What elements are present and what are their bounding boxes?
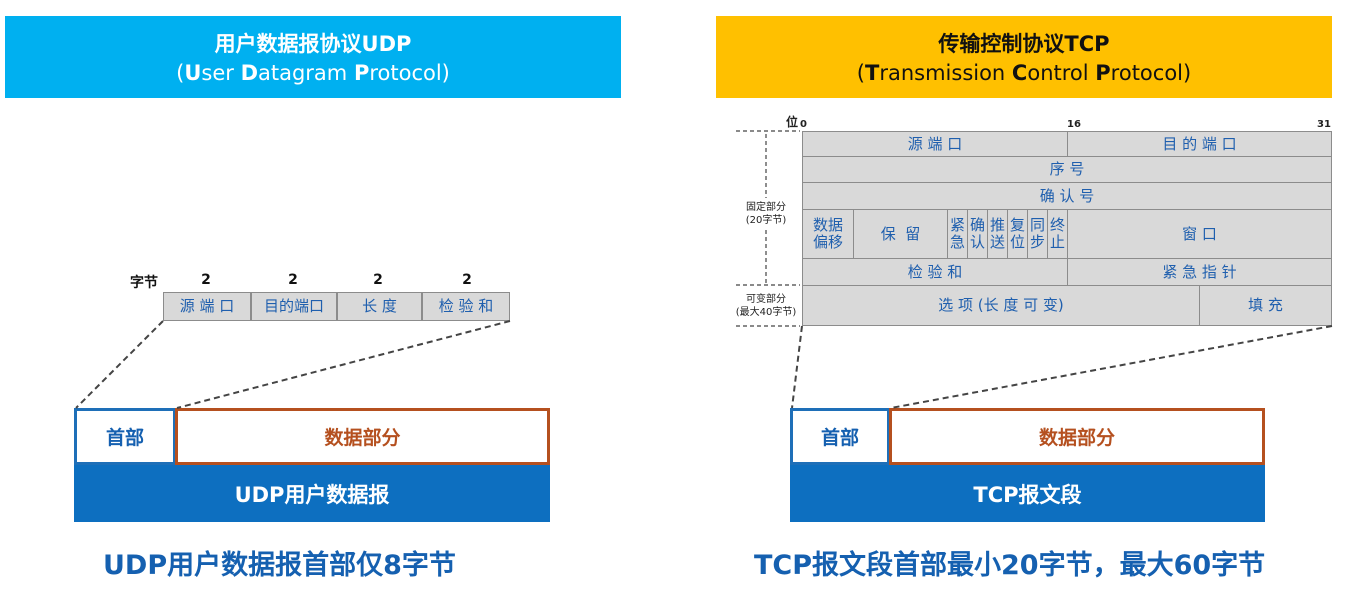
subtitle-part: ( — [856, 61, 865, 85]
udp-byte-count: 2 — [462, 272, 472, 288]
tcp-window: 窗 口 — [1067, 209, 1332, 259]
tcp-connector-left — [791, 325, 803, 409]
udp-banner-subtitle: (User Datagram Protocol) — [5, 61, 621, 85]
tcp-reserved: 保 留 — [853, 209, 948, 259]
udp-field-checksum: 检 验 和 — [422, 292, 510, 321]
subtitle-part: atagram — [258, 61, 354, 85]
subtitle-part: U — [184, 61, 202, 85]
tcp-data-offset: 数据 偏移 — [802, 209, 854, 259]
tcp-bit-label: 位 — [786, 115, 799, 129]
udp-data-box: 数据部分 — [175, 408, 550, 465]
tcp-data-box: 数据部分 — [889, 408, 1265, 465]
udp-header-box: 首部 — [74, 408, 176, 465]
tcp-connector-right — [890, 325, 1333, 409]
udp-connector-left — [75, 320, 164, 409]
tcp-bit-tick: 16 — [1067, 119, 1081, 130]
subtitle-part: T — [865, 61, 880, 85]
udp-connector-right — [176, 320, 511, 409]
udp-byte-count: 2 — [288, 272, 298, 288]
tcp-flag-fin: 终 止 — [1047, 209, 1068, 259]
udp-bytes-label: 字节 — [130, 275, 158, 291]
subtitle-part: rotocol) — [369, 61, 450, 85]
tcp-bit-tick: 31 — [1317, 119, 1331, 130]
udp-banner-title: 用户数据报协议UDP — [214, 32, 412, 56]
tcp-options: 选 项 (长 度 可 变) — [802, 285, 1200, 326]
tcp-variable-part-size: (最大40字节) — [735, 307, 797, 318]
udp-datagram-bar: UDP用户数据报 — [74, 465, 550, 522]
tcp-src-port: 源 端 口 — [802, 131, 1068, 157]
subtitle-part: ontrol — [1027, 61, 1096, 85]
tcp-banner: 传输控制协议TCP (Transmission Control Protocol… — [716, 16, 1332, 98]
subtitle-part: D — [240, 61, 258, 85]
udp-field-length: 长 度 — [337, 292, 422, 321]
tcp-banner-subtitle: (Transmission Control Protocol) — [716, 61, 1332, 85]
udp-byte-count: 2 — [373, 272, 383, 288]
subtitle-part: ser — [201, 61, 241, 85]
udp-caption: UDP用户数据报首部仅8字节 — [103, 550, 456, 581]
tcp-caption: TCP报文段首部最小20字节，最大60字节 — [754, 550, 1266, 581]
udp-field-dst-port: 目的端口 — [251, 292, 337, 321]
udp-field-src-port: 源 端 口 — [163, 292, 251, 321]
tcp-dst-port: 目 的 端 口 — [1067, 131, 1332, 157]
tcp-fixed-part-label: 固定部分 — [746, 202, 786, 213]
tcp-flag-syn: 同 步 — [1027, 209, 1048, 259]
tcp-segment-bar: TCP报文段 — [790, 465, 1265, 522]
subtitle-part: rotocol) — [1110, 61, 1192, 85]
tcp-header-box: 首部 — [790, 408, 890, 465]
tcp-fixed-part-size: (20字节) — [745, 215, 787, 226]
tcp-padding: 填 充 — [1199, 285, 1332, 326]
tcp-bit-tick: 0 — [800, 119, 807, 130]
tcp-variable-part-label: 可变部分 — [746, 294, 786, 305]
tcp-flag-urg: 紧 急 — [947, 209, 968, 259]
subtitle-part: P — [1095, 61, 1111, 85]
subtitle-part: ransmission — [879, 61, 1012, 85]
udp-byte-count: 2 — [201, 272, 211, 288]
subtitle-part: C — [1011, 61, 1028, 85]
tcp-banner-title: 传输控制协议TCP — [938, 32, 1110, 56]
udp-banner: 用户数据报协议UDP (User Datagram Protocol) — [5, 16, 621, 98]
subtitle-part: P — [353, 61, 370, 85]
subtitle-part: ( — [176, 61, 185, 85]
